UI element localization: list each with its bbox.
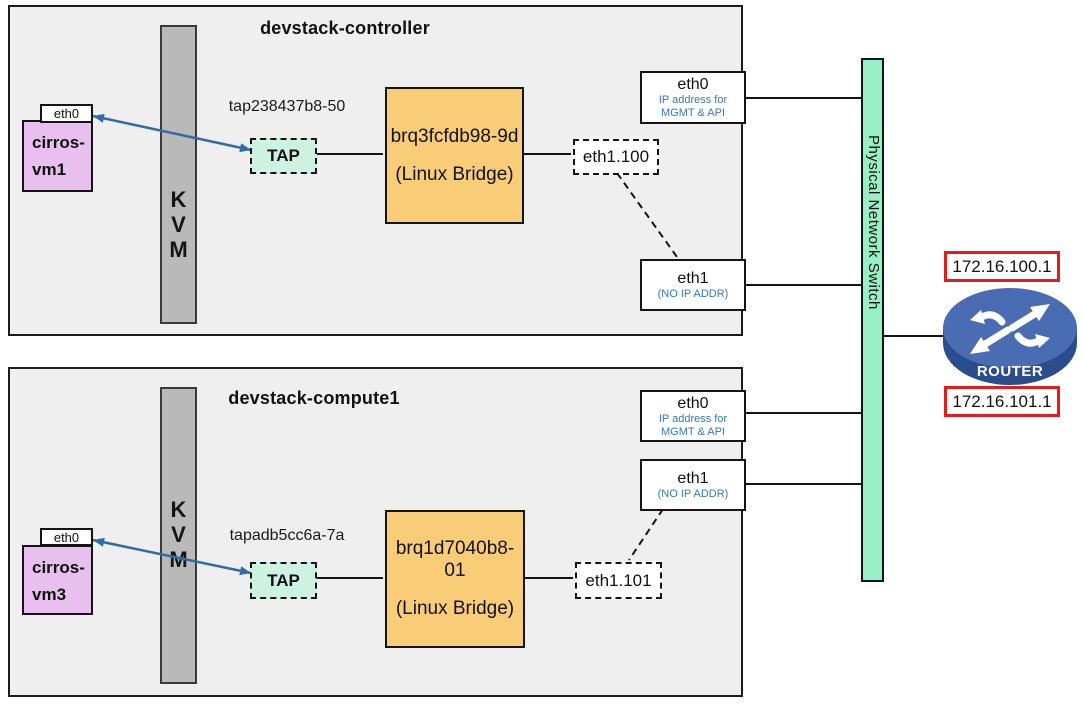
physical-network-switch-label: Physical Network Switch bbox=[865, 135, 882, 310]
nic-note: (NO IP ADDR) bbox=[657, 488, 729, 500]
nic-note: IP address for bbox=[658, 94, 728, 106]
nic-box-eth1: eth1 (NO IP ADDR) bbox=[640, 259, 746, 311]
tap-interface-label: tap238437b8-50 bbox=[228, 98, 346, 115]
vlan-subinterface-box: eth1.100 bbox=[573, 139, 659, 175]
router-label: ROUTER bbox=[976, 363, 1044, 380]
tap-interface-label: tapadb5cc6a-7a bbox=[229, 527, 345, 544]
router-ip-top: 172.16.100.1 bbox=[944, 251, 1060, 282]
bridge-name: brq3fcfdb98-9d bbox=[390, 125, 519, 147]
nic-note: MGMT & API bbox=[661, 107, 725, 119]
vlan-subinterface-box: eth1.101 bbox=[575, 562, 662, 599]
host-box-compute1: devstack-compute1 KVM eth0 cirros- vm3 t… bbox=[8, 367, 746, 697]
vm-name-line1: cirros- bbox=[32, 558, 85, 577]
linux-bridge-box: brq1d7040b8-01 (Linux Bridge) bbox=[385, 510, 525, 648]
tap-box: TAP bbox=[250, 138, 317, 174]
kvm-hypervisor-bar: KVM bbox=[160, 387, 197, 684]
vm-name-line2: vm3 bbox=[32, 585, 67, 604]
nic-box-eth1: eth1 (NO IP ADDR) bbox=[640, 459, 746, 511]
nic-name: eth1 bbox=[677, 270, 709, 287]
nic-note: (NO IP ADDR) bbox=[657, 288, 729, 300]
vm-name-line2: vm1 bbox=[32, 160, 67, 179]
vm-box-cirros-vm3: cirros- vm3 bbox=[22, 545, 93, 615]
host-title-compute1: devstack-compute1 bbox=[228, 388, 400, 408]
nic-name: eth1 bbox=[677, 470, 709, 487]
tap-box: TAP bbox=[250, 562, 317, 599]
nic-box-eth0: eth0 IP address for MGMT & API bbox=[640, 71, 746, 124]
kvm-label: KVM bbox=[169, 497, 188, 572]
bridge-name: brq1d7040b8-01 bbox=[395, 538, 515, 581]
nic-note: IP address for bbox=[658, 412, 728, 425]
physical-network-switch-bar: Physical Network Switch bbox=[861, 58, 884, 582]
router-ip-bottom: 172.16.101.1 bbox=[944, 386, 1060, 417]
nic-box-eth0: eth0 IP address for MGMT & API bbox=[640, 390, 746, 442]
vm-nic-tab: eth0 bbox=[40, 528, 93, 546]
vm-box-cirros-vm1: cirros- vm1 bbox=[22, 120, 93, 192]
kvm-label: KVM bbox=[169, 187, 188, 262]
host-box-controller: devstack-controller KVM eth0 cirros- vm1… bbox=[8, 5, 746, 336]
bridge-type: (Linux Bridge) bbox=[395, 163, 514, 185]
linux-bridge-box: brq3fcfdb98-9d (Linux Bridge) bbox=[385, 87, 524, 224]
kvm-hypervisor-bar: KVM bbox=[160, 25, 197, 324]
nic-note: MGMT & API bbox=[661, 425, 725, 438]
nic-name: eth0 bbox=[677, 76, 709, 93]
bridge-type: (Linux Bridge) bbox=[395, 598, 515, 619]
nic-name: eth0 bbox=[677, 394, 709, 412]
host-title-controller: devstack-controller bbox=[260, 18, 430, 38]
vm-nic-tab: eth0 bbox=[40, 104, 93, 123]
vm-name-line1: cirros- bbox=[32, 133, 85, 152]
